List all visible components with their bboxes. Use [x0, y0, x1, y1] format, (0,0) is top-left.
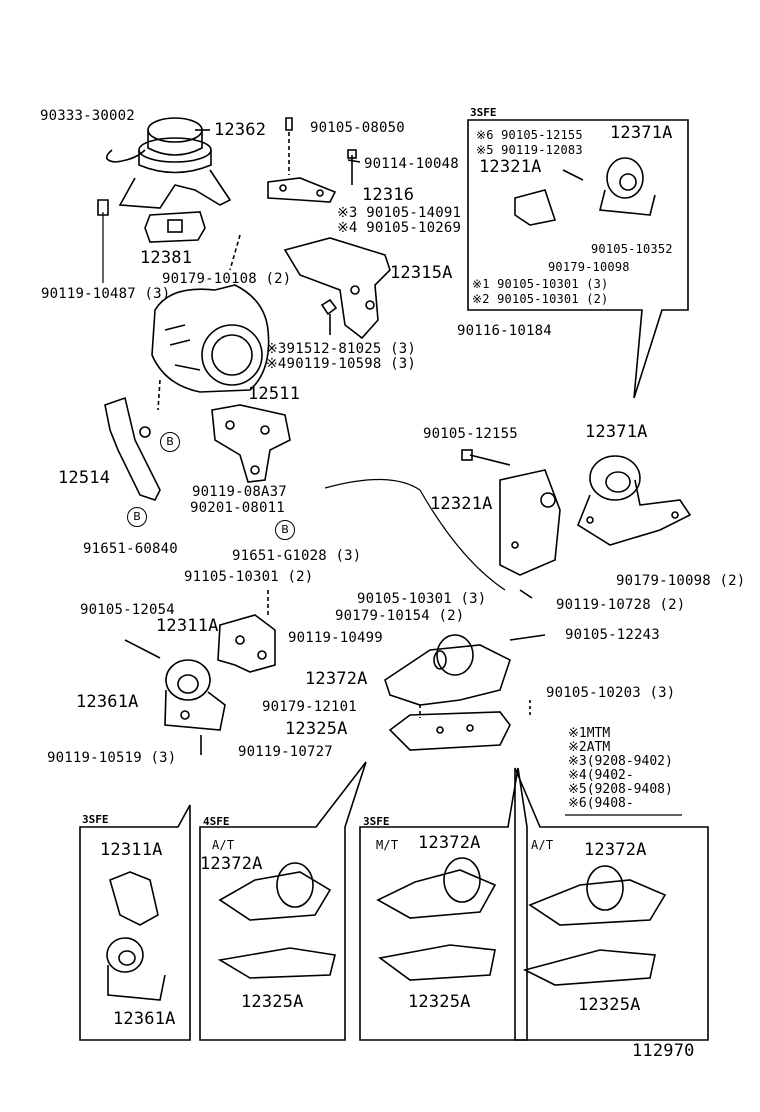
bracket-12315A [283, 237, 391, 340]
label-90119-08A37: 90119-08A37 [192, 484, 287, 500]
bottom-inset-label: 12311A [100, 840, 163, 860]
bottom-inset-1-frame [79, 804, 191, 1041]
bracket-12514 [104, 396, 161, 501]
plate-12325A [388, 711, 511, 751]
bracket-12316 [267, 149, 357, 203]
bottom-inset-sub: A/T [531, 838, 554, 852]
label-90119-10598: ※490119-10598 (3) [266, 356, 416, 372]
label-90179-10154: 90179-10154 (2) [335, 608, 465, 624]
label-12514: 12514 [58, 468, 111, 488]
inset3-parts [376, 857, 497, 981]
mount-12372A [384, 634, 511, 706]
label-90105-12155: 90105-12155 [423, 426, 518, 442]
inset4-parts [522, 865, 667, 986]
label-90119-10519: 90119-10519 (3) [47, 750, 177, 766]
label-90105-14091: ※3 90105-14091 [337, 205, 462, 221]
bottom-inset-header: 3SFE [82, 813, 109, 826]
bottom-inset-label: 12325A [408, 992, 471, 1012]
inset-label: ※6 90105-12155 [476, 128, 583, 142]
label-12371A: 12371A [585, 422, 648, 442]
label-90105-10269: ※4 90105-10269 [337, 220, 462, 236]
inset-label: 90179-10098 [548, 260, 630, 274]
bottom-inset-label: 12325A [578, 995, 641, 1015]
inset-label: 12371A [610, 123, 673, 143]
label-90179-12101: 90179-12101 [262, 699, 357, 715]
label-91651-60840: 91651-60840 [83, 541, 178, 557]
bottom-inset-label: 12361A [113, 1009, 176, 1029]
inset-label: 90105-10352 [591, 242, 673, 256]
legend-item: ※4(9402- [568, 768, 634, 783]
label-90179-10108: 90179-10108 (2) [162, 271, 292, 287]
label-90119-10728: 90119-10728 (2) [556, 597, 686, 613]
legend-item: ※2ATM [568, 740, 611, 755]
inset1-parts [106, 871, 166, 1001]
bottom-inset-sub: M/T [376, 838, 399, 852]
bracket-12381 [144, 211, 206, 243]
label-12511: 12511 [248, 384, 301, 404]
label-90105-10301: 90105-10301 (3) [357, 591, 487, 607]
reference-mark-b: B [127, 507, 147, 527]
label-90119-10487: 90119-10487 (3) [41, 286, 171, 302]
mount-12361A [164, 659, 226, 731]
bracket-12511 [211, 404, 291, 483]
label-90119-10727: 90119-10727 [238, 744, 333, 760]
bottom-inset-label: 12325A [241, 992, 304, 1012]
legend-item: ※6(9408- [568, 796, 634, 811]
bottom-inset-label: 12372A [584, 840, 647, 860]
reference-mark-b: B [160, 432, 180, 452]
inset-label: ※1 90105-10301 (3) [472, 277, 609, 291]
bracket-12311A [217, 614, 276, 673]
legend-item: ※1MTM [568, 726, 611, 741]
bracket-12321A [499, 469, 561, 576]
label-90114-10048: 90114-10048 [364, 156, 459, 172]
inset-3sfe-frame [467, 119, 689, 399]
bottom-inset-4-frame [514, 767, 709, 1041]
label-12372A: 12372A [305, 669, 368, 689]
engine-mount-12362 [105, 117, 232, 209]
label-90201-08011: 90201-08011 [190, 500, 285, 516]
label-12321A: 12321A [430, 494, 493, 514]
inset-3sfe-parts [514, 157, 656, 226]
bottom-inset-2-frame [199, 761, 367, 1041]
label-12362: 12362 [214, 120, 267, 140]
bottom-inset-header: 4SFE [203, 815, 230, 828]
label-12325A: 12325A [285, 719, 348, 739]
label-12315A: 12315A [390, 263, 453, 283]
bottom-inset-label: 12372A [200, 854, 263, 874]
label-90105-12054: 90105-12054 [80, 602, 175, 618]
reference-mark-b: B [275, 520, 295, 540]
label-91651-G1028: 91651-G1028 (3) [232, 548, 362, 564]
bottom-inset-sub: A/T [212, 838, 235, 852]
label-90119-10499: 90119-10499 [288, 630, 383, 646]
legend-item: ※3(9208-9402) [568, 754, 673, 769]
mount-12371A [577, 455, 692, 546]
label-12311A: 12311A [156, 616, 219, 636]
label-12381: 12381 [140, 248, 193, 268]
inset-label: ※2 90105-10301 (2) [472, 292, 609, 306]
label-90116-10184: 90116-10184 [457, 323, 552, 339]
inset-label: ※5 90119-12083 [476, 143, 583, 157]
label-91512-81025: ※391512-81025 (3) [266, 341, 416, 357]
label-90105-12243: 90105-12243 [565, 627, 660, 643]
inset2-parts [217, 862, 336, 979]
label-91105-10301: 91105-10301 (2) [184, 569, 314, 585]
label-12361A: 12361A [76, 692, 139, 712]
legend-item: ※5(9208-9408) [568, 782, 673, 797]
figure-number: 112970 [632, 1041, 695, 1061]
inset-label: 12321A [479, 157, 542, 177]
label-90105-08050: 90105-08050 [310, 120, 405, 136]
bottom-inset-label: 12372A [418, 833, 481, 853]
label-90333-30002: 90333-30002 [40, 108, 135, 124]
label-12316: 12316 [362, 185, 415, 205]
inset-3sfe-header: 3SFE [470, 106, 497, 119]
label-90179-10098: 90179-10098 (2) [616, 573, 746, 589]
label-90105-10203: 90105-10203 (3) [546, 685, 676, 701]
bottom-inset-header: 3SFE [363, 815, 390, 828]
transmission-block [151, 284, 270, 393]
bottom-inset-3-frame [359, 767, 528, 1041]
